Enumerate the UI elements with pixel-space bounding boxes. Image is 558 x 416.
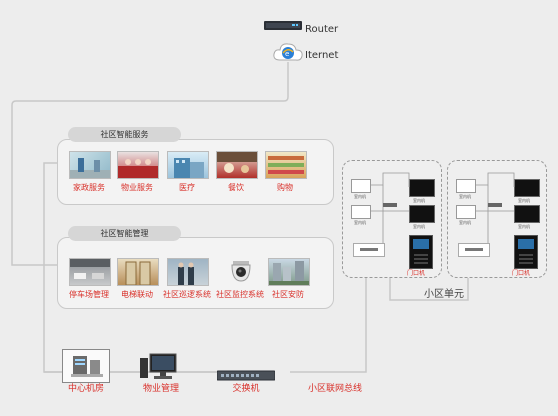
indoor-unit-label: 室内机 (518, 224, 530, 229)
indoor-unit-label: 室内机 (354, 194, 366, 199)
management-panel-title: 社区智能管理 (68, 226, 181, 241)
parking-photo-icon (69, 258, 111, 286)
bus-label: 小区联网总线 (307, 384, 362, 394)
indoor-unit-icon (351, 179, 371, 193)
indoor-unit-label: 室内机 (413, 224, 425, 229)
management-label-security: 社区安防 (272, 290, 304, 299)
internet-cloud-icon: e (272, 40, 304, 66)
service-label-shopping: 购物 (277, 183, 293, 192)
distributor-icon (383, 203, 397, 207)
distributor-icon (488, 203, 502, 207)
internet-to-management-line (11, 62, 289, 266)
indoor-monitor-icon (409, 179, 435, 197)
door-station-icon (409, 235, 433, 269)
indoor-unit-label: 室内机 (413, 198, 425, 203)
service-label-property: 物业服务 (121, 183, 153, 192)
management-label-parking: 停车场管理 (69, 290, 109, 299)
switch-icon (216, 367, 276, 381)
indoor-unit-label: 室内机 (459, 220, 471, 225)
indoor-unit-icon (456, 179, 476, 193)
residential-unit-left: 室内机 室内机 室内机 室内机 门口机 (342, 160, 442, 278)
center-room-label: 中心机房 (67, 384, 104, 394)
property-service-photo-icon (117, 151, 159, 179)
router-icon (264, 18, 302, 32)
router-label: Router (305, 24, 339, 35)
medical-photo-icon (167, 151, 209, 179)
management-label-patrol: 社区巡逻系统 (163, 290, 211, 299)
services-panel-title: 社区智能服务 (68, 127, 181, 142)
patrol-photo-icon (167, 258, 209, 286)
residential-unit-right: 室内机 室内机 室内机 室内机 门口机 (447, 160, 547, 278)
indoor-unit-icon (456, 205, 476, 219)
housekeeping-photo-icon (69, 151, 111, 179)
management-label-camera: 社区监控系统 (216, 290, 264, 299)
indoor-monitor-icon (514, 205, 540, 223)
indoor-monitor-icon (409, 205, 435, 223)
internet-label: Iternet (305, 50, 339, 61)
indoor-unit-label: 室内机 (459, 194, 471, 199)
management-label-elevator: 电梯联动 (121, 290, 153, 299)
service-label-medical: 医疗 (179, 183, 195, 192)
svg-text:e: e (285, 50, 289, 58)
camera-photo-icon (220, 258, 262, 286)
door-station-icon (514, 235, 538, 269)
residential-units-label: 小区单元 (424, 289, 464, 300)
power-supply-icon (458, 243, 490, 257)
security-photo-icon (268, 258, 310, 286)
bus-to-unit-line (290, 255, 367, 373)
indoor-unit-icon (351, 205, 371, 219)
unit-wiring (371, 172, 410, 250)
center-room-box (62, 349, 110, 383)
indoor-unit-label: 室内机 (518, 198, 530, 203)
property-mgmt-computer-icon (138, 352, 184, 382)
server-room-icon (71, 356, 103, 377)
property-mgmt-label: 物业管理 (142, 384, 179, 394)
door-station-label: 门口机 (512, 270, 531, 277)
service-label-dining: 餐饮 (228, 183, 244, 192)
unit-wiring (476, 172, 515, 250)
power-supply-icon (353, 243, 385, 257)
switch-label: 交换机 (232, 384, 260, 394)
indoor-unit-label: 室内机 (354, 220, 366, 225)
elevator-photo-icon (117, 258, 159, 286)
dining-photo-icon (216, 151, 258, 179)
indoor-monitor-icon (514, 179, 540, 197)
door-station-label: 门口机 (407, 270, 426, 277)
service-label-housekeeping: 家政服务 (73, 183, 105, 192)
shopping-photo-icon (265, 151, 307, 179)
unit-link-line (389, 278, 469, 301)
